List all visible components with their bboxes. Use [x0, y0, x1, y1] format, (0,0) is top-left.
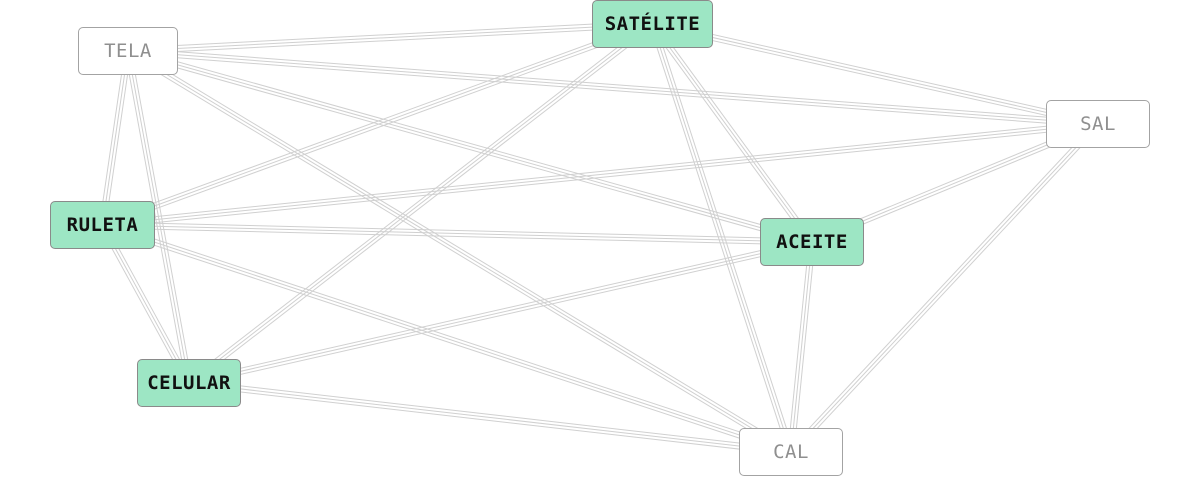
edge-strand: [102, 126, 1099, 229]
edge-tela-aceite: [127, 47, 813, 246]
edge-strand: [654, 21, 815, 241]
edge-strand: [102, 224, 813, 243]
edge-strand: [792, 125, 1101, 455]
edge-strand: [190, 25, 655, 386]
edge-strand: [127, 20, 653, 49]
edge-strand: [101, 20, 652, 223]
node-sal[interactable]: SAL: [1046, 100, 1150, 148]
edge-strand: [102, 23, 653, 226]
edge-strand: [104, 51, 132, 226]
edge-strand: [651, 26, 1098, 128]
edge-strand: [102, 221, 813, 240]
node-celular[interactable]: CELULAR: [137, 359, 241, 407]
edge-strand: [102, 123, 1099, 226]
edge-satelite-ruleta: [101, 20, 654, 229]
edge-strand: [188, 241, 813, 384]
edge-strand: [652, 23, 1099, 125]
edge-strand: [103, 221, 793, 450]
edge-strand: [99, 50, 126, 225]
edge-strand: [127, 53, 1098, 128]
node-ruleta[interactable]: RULETA: [50, 201, 155, 249]
edge-strand: [787, 241, 810, 452]
edge-strand: [188, 382, 792, 453]
edge-strand: [102, 120, 1098, 223]
edge-strand: [102, 50, 129, 226]
edge-celular-cal: [188, 379, 792, 456]
edge-ruleta-aceite: [102, 221, 813, 246]
edge-strand: [128, 47, 1099, 122]
edge-strand: [127, 50, 813, 243]
edge-aceite-cal: [787, 241, 816, 453]
edge-satelite-aceite: [649, 21, 815, 245]
edge-strand: [101, 227, 791, 456]
edge-strand: [102, 224, 792, 453]
edge-tela-ruleta: [99, 50, 132, 226]
edge-strand: [188, 385, 791, 456]
edge-strand: [188, 238, 812, 381]
edge-sal-cal: [788, 121, 1101, 455]
edge-sal-ruleta: [102, 120, 1099, 229]
edge-satelite-tela: [127, 20, 653, 55]
edge-strand: [128, 26, 653, 55]
edge-tela-sal: [127, 47, 1099, 128]
edge-strand: [649, 25, 810, 245]
node-satelite[interactable]: SATÉLITE: [592, 0, 713, 48]
edge-strand: [189, 244, 813, 387]
edge-strand: [127, 53, 812, 246]
edge-strand: [652, 23, 813, 243]
edge-satelite-celular: [186, 21, 655, 386]
edge-strand: [186, 21, 651, 382]
node-tela[interactable]: TELA: [78, 27, 178, 75]
edge-strand: [790, 123, 1099, 453]
edge-strand: [127, 50, 1099, 125]
edge-strand: [788, 121, 1097, 451]
edge-strand: [102, 227, 812, 246]
node-cal[interactable]: CAL: [739, 428, 843, 476]
edge-strand: [793, 242, 816, 453]
edge-ruleta-cal: [101, 221, 793, 456]
edge-satelite-sal: [651, 20, 1099, 128]
node-aceite[interactable]: ACEITE: [760, 218, 864, 266]
edge-strand: [189, 379, 792, 450]
edge-strand: [103, 26, 654, 229]
edge-strand: [790, 241, 813, 453]
edge-strand: [188, 23, 653, 384]
edge-strand: [128, 47, 813, 240]
edge-strand: [127, 23, 653, 52]
edge-strand: [653, 20, 1099, 122]
edge-aceite-celular: [188, 238, 813, 387]
